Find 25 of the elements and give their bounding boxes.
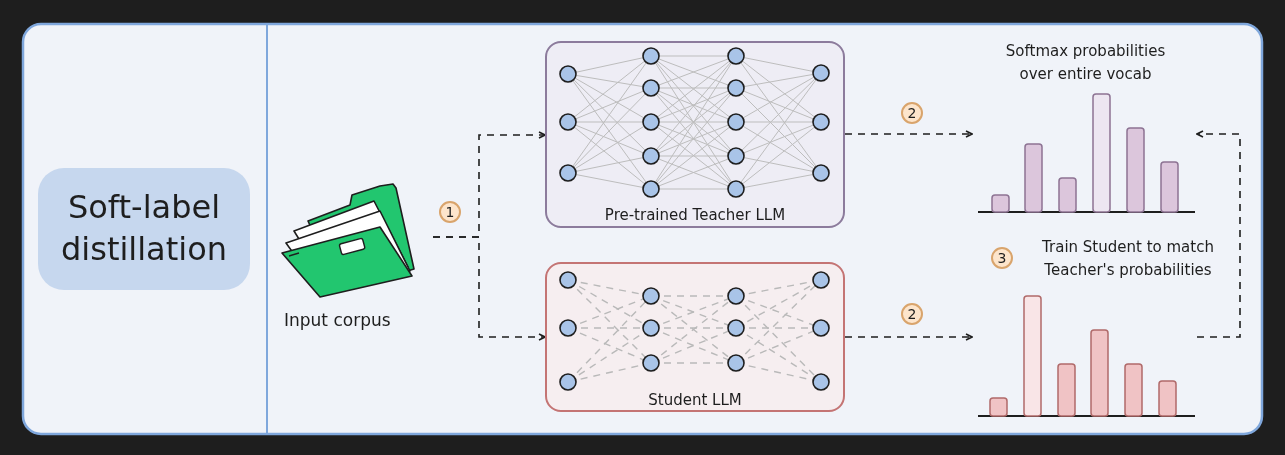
- title-label: Soft-label distillation: [60, 187, 228, 270]
- probability-bar: [1160, 161, 1179, 213]
- title-pill: [38, 168, 250, 290]
- probability-bar: [1092, 93, 1111, 213]
- dashed-arrow: [432, 236, 546, 341]
- probability-bar: [1023, 295, 1042, 417]
- step-description: Train Student to match Teacher's probabilities: [1041, 237, 1215, 281]
- model-box: [545, 41, 845, 228]
- model-label: Student LLM: [647, 391, 743, 411]
- probability-bar: [1158, 380, 1177, 417]
- chart-heading: Softmax probabilities over entire vocab: [1004, 41, 1167, 85]
- dashed-arrow: [844, 130, 973, 138]
- probability-bar: [1058, 177, 1077, 213]
- caption-label: Input corpus: [284, 310, 391, 330]
- dashed-arrow: [844, 333, 973, 341]
- dashed-arrow: [1196, 130, 1241, 338]
- model-box: [545, 262, 845, 412]
- probability-bar: [1024, 143, 1043, 213]
- model-label: Pre-trained Teacher LLM: [603, 206, 787, 226]
- probability-bar: [1124, 363, 1143, 417]
- probability-bar: [989, 397, 1008, 417]
- probability-bar: [1090, 329, 1109, 417]
- probability-bar: [1057, 363, 1076, 417]
- probability-bar: [1126, 127, 1145, 213]
- probability-bar: [991, 194, 1010, 213]
